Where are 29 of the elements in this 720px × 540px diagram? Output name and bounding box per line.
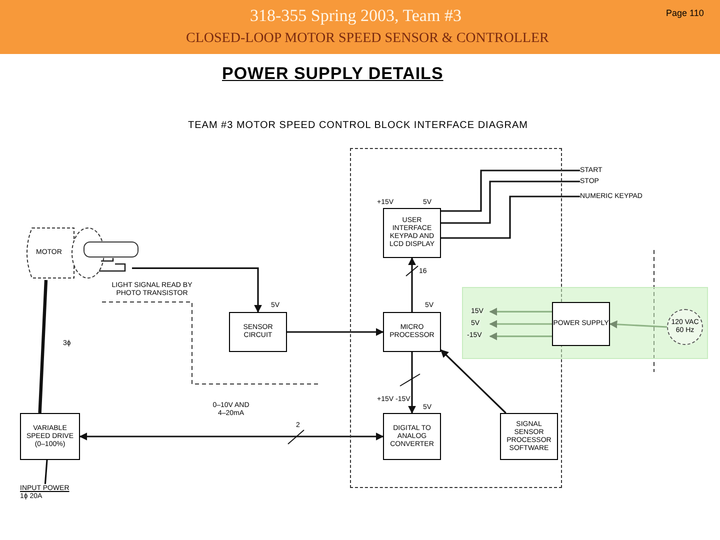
- header-subtitle: CLOSED-LOOP MOTOR SPEED SENSOR & CONTROLLER: [186, 30, 549, 48]
- process-box: [20, 413, 80, 460]
- arrow: [79, 432, 384, 440]
- process-box: [552, 302, 610, 346]
- diagram-heading: TEAM #3 MOTOR SPEED CONTROL BLOCK INTERFACE DIAGRAM: [188, 120, 528, 132]
- process-box: [383, 208, 441, 258]
- arrow: [287, 328, 384, 336]
- arrow: [609, 320, 668, 328]
- arrow: [132, 267, 262, 313]
- arrow: [489, 308, 552, 316]
- arrow: [408, 352, 416, 414]
- process-box: [229, 312, 287, 352]
- source-circle: [667, 309, 703, 345]
- process-box: [500, 413, 558, 460]
- page-title: POWER SUPPLY DETAILS: [222, 64, 444, 84]
- connector-line: [441, 170, 580, 212]
- arrow: [408, 257, 416, 312]
- arrow: [489, 320, 552, 328]
- connector-line: [441, 196, 580, 239]
- connector-line: [44, 460, 48, 484]
- process-box: [383, 413, 441, 460]
- connector-line: [38, 280, 48, 414]
- arrow: [489, 332, 552, 340]
- connector-line: [441, 180, 580, 224]
- highlight-band: [462, 287, 708, 359]
- page-number: Page 110: [666, 8, 704, 18]
- process-box: [383, 312, 441, 352]
- header-title: 318-355 Spring 2003, Team #3: [250, 6, 462, 26]
- arrow: [440, 349, 506, 414]
